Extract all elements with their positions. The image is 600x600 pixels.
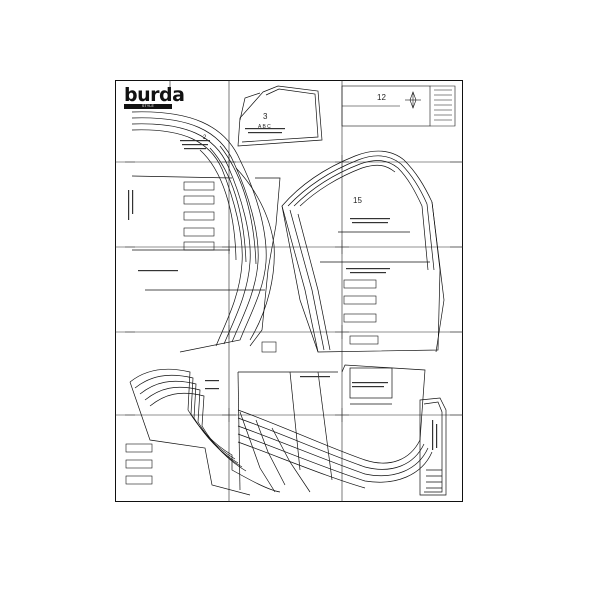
piece-3-number: 3: [263, 112, 268, 121]
pattern-sheet: [115, 80, 463, 502]
piece-lower-left-outline: [129, 368, 281, 496]
piece-15-number: 15: [353, 196, 362, 205]
piece-lower-right-outline: [237, 364, 433, 493]
page-grid: [115, 80, 463, 502]
compass-icon: [405, 91, 421, 109]
burda-logo-banner: STYLE: [124, 104, 172, 109]
piece-2-outline: [131, 111, 281, 353]
burda-logo-subtext: STYLE: [141, 104, 155, 108]
piece-2-number: 2: [203, 135, 207, 141]
piece-12-outline: [341, 85, 456, 127]
fine-print: [128, 128, 438, 450]
size-chart-icons: [125, 181, 379, 485]
piece-3-label: A B C: [258, 124, 271, 130]
piece-strip-outline: [419, 397, 447, 496]
registration-marks: [125, 155, 463, 422]
piece-15-outline: [281, 150, 445, 353]
piece-12-number: 12: [377, 93, 386, 102]
piece-3-outline: [237, 85, 323, 147]
burda-logo: burda: [124, 84, 185, 106]
